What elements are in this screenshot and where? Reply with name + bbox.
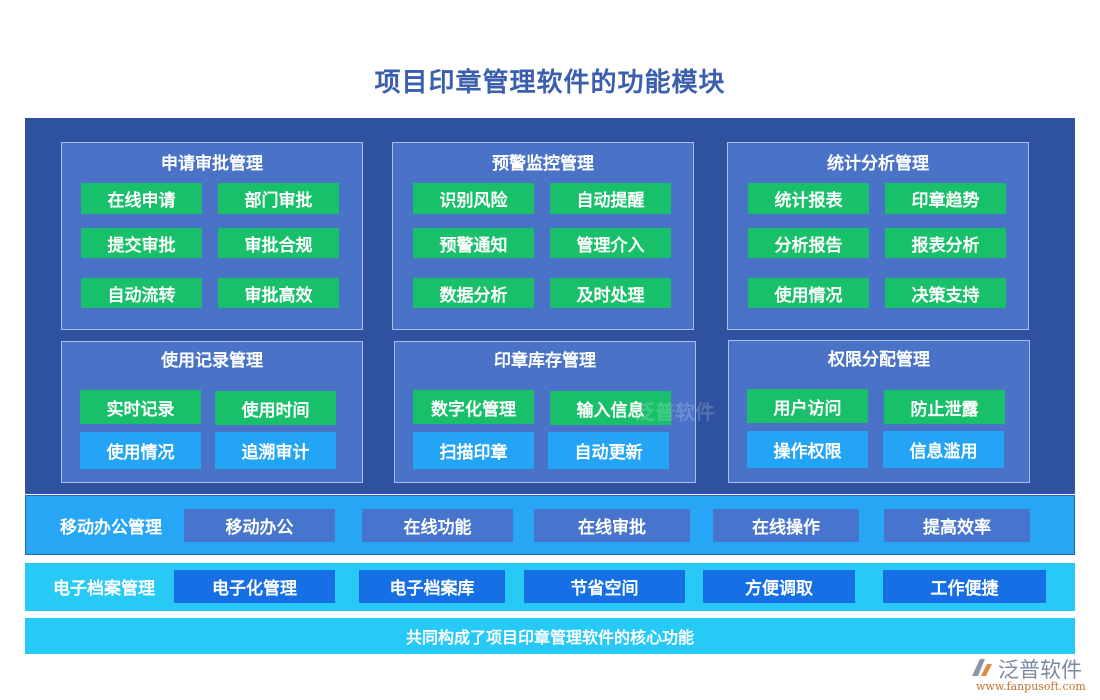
logo-mark-icon [972, 659, 992, 676]
band-chip: 在线功能 [362, 509, 513, 542]
feature-chip: 实时记录 [80, 390, 201, 424]
feature-chip: 操作权限 [747, 431, 868, 468]
feature-chip: 使用情况 [80, 432, 201, 469]
mobile-office-band: 移动办公管理 移动办公 在线功能 在线审批 在线操作 提高效率 [25, 495, 1075, 555]
feature-chip: 使用情况 [748, 278, 869, 308]
feature-chip: 管理介入 [550, 228, 671, 258]
module-usage-record: 使用记录管理 实时记录 使用时间 使用情况 追溯审计 [61, 341, 363, 483]
feature-chip: 分析报告 [748, 228, 869, 258]
band-chip: 节省空间 [524, 570, 685, 603]
module-permission: 权限分配管理 用户访问 防止泄露 操作权限 信息滥用 [728, 340, 1030, 483]
feature-chip: 在线申请 [81, 183, 202, 214]
module-panel: 申请审批管理 在线申请 部门审批 提交审批 审批合规 自动流转 审批高效 预警监… [25, 118, 1075, 494]
feature-chip: 输入信息 [550, 391, 671, 425]
feature-chip: 信息滥用 [883, 431, 1004, 468]
feature-chip: 预警通知 [413, 228, 534, 258]
band-chip: 在线操作 [713, 509, 859, 542]
module-title: 权限分配管理 [828, 350, 930, 370]
feature-chip: 决策支持 [885, 278, 1006, 308]
band-chip: 工作便捷 [883, 570, 1046, 603]
band-chip: 方便调取 [703, 570, 855, 603]
feature-chip: 使用时间 [215, 391, 336, 425]
band-chip: 移动办公 [184, 509, 335, 542]
module-title: 使用记录管理 [161, 351, 263, 371]
band-chip: 电子档案库 [359, 570, 505, 603]
summary-text: 共同构成了项目印章管理软件的核心功能 [405, 628, 694, 647]
band-chip: 电子化管理 [174, 570, 335, 603]
feature-chip: 报表分析 [885, 228, 1006, 258]
feature-chip: 部门审批 [218, 183, 339, 214]
feature-chip: 用户访问 [747, 389, 868, 423]
logo-url: www.fanpusoft.com [976, 680, 1086, 693]
feature-chip: 自动更新 [548, 432, 669, 469]
feature-chip: 印章趋势 [885, 183, 1006, 214]
diagram-title: 项目印章管理软件的功能模块 [374, 68, 726, 98]
band-label: 移动办公管理 [60, 517, 162, 538]
band-label: 电子档案管理 [53, 578, 155, 599]
module-approval: 申请审批管理 在线申请 部门审批 提交审批 审批合规 自动流转 审批高效 [61, 142, 363, 330]
feature-chip: 数据分析 [413, 278, 534, 308]
band-chip: 在线审批 [534, 509, 690, 542]
feature-chip: 自动流转 [81, 278, 202, 308]
module-title: 申请审批管理 [161, 154, 263, 174]
feature-chip: 及时处理 [550, 278, 671, 308]
module-statistics: 统计分析管理 统计报表 印章趋势 分析报告 报表分析 使用情况 决策支持 [727, 142, 1029, 330]
module-title: 预警监控管理 [492, 154, 594, 174]
feature-chip: 数字化管理 [413, 390, 534, 424]
feature-chip: 审批高效 [218, 278, 339, 308]
fanpu-logo: 泛普软件 www.fanpusoft.com [970, 654, 1100, 698]
feature-chip: 防止泄露 [884, 390, 1005, 424]
module-title: 印章库存管理 [494, 351, 596, 371]
summary-band: 共同构成了项目印章管理软件的核心功能 [25, 618, 1075, 654]
logo-name: 泛普软件 [998, 658, 1082, 682]
electronic-archive-band: 电子档案管理 电子化管理 电子档案库 节省空间 方便调取 工作便捷 [25, 563, 1075, 611]
module-seal-inventory: 印章库存管理 数字化管理 输入信息 扫描印章 自动更新 [394, 341, 696, 483]
feature-chip: 审批合规 [218, 228, 339, 258]
feature-chip: 自动提醒 [550, 183, 671, 214]
module-warning: 预警监控管理 识别风险 自动提醒 预警通知 管理介入 数据分析 及时处理 [392, 142, 694, 330]
module-title: 统计分析管理 [827, 154, 929, 174]
feature-chip: 提交审批 [81, 228, 202, 258]
band-chip: 提高效率 [884, 509, 1030, 542]
feature-chip: 识别风险 [413, 183, 534, 214]
feature-chip: 统计报表 [748, 183, 869, 214]
feature-chip: 追溯审计 [215, 432, 336, 469]
feature-chip: 扫描印章 [413, 432, 534, 469]
